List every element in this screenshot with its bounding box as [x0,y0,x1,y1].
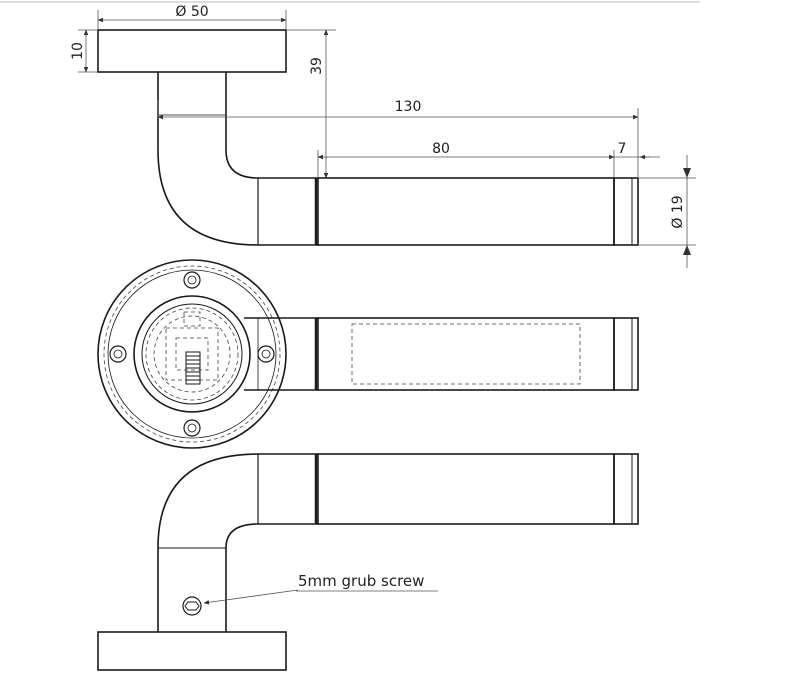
rose-outer-circle [97,259,287,449]
grub-screw-circle [182,596,202,616]
lever-top [317,177,615,246]
dim-label-130: 130 [395,99,422,115]
end-cap-plan [613,317,639,391]
dim-label-diameter-19: Ø 19 [670,195,686,228]
end-cap-bottom [613,453,639,525]
dim-label-7: 7 [618,141,627,157]
rose-inner-circle [133,295,251,413]
dim-label-80: 80 [432,141,450,157]
lever-plan [317,317,615,391]
end-cap-top [613,177,639,246]
rose-bottom [97,631,287,671]
dim-label-39: 39 [309,57,325,75]
spring-coil [185,351,201,385]
screw-hole-left [109,345,127,363]
lever-bottom [317,453,615,525]
dim-label-10: 10 [70,42,86,60]
screw-hole-top [183,271,201,289]
screw-hole-right [257,345,275,363]
neck-top [157,72,318,246]
plan-view [97,259,639,449]
neck-bottom [157,453,318,632]
bottom-view: 5mm grub screw [97,453,639,671]
top-view: Ø 50 10 39 130 80 7 Ø 19 [70,4,696,268]
grub-screw-label: 5mm grub screw [298,572,424,590]
dim-label-diameter-50: Ø 50 [175,4,208,20]
screw-hole-bottom [183,419,201,437]
rose-top [97,29,287,73]
grub-screw-leader [203,589,299,605]
